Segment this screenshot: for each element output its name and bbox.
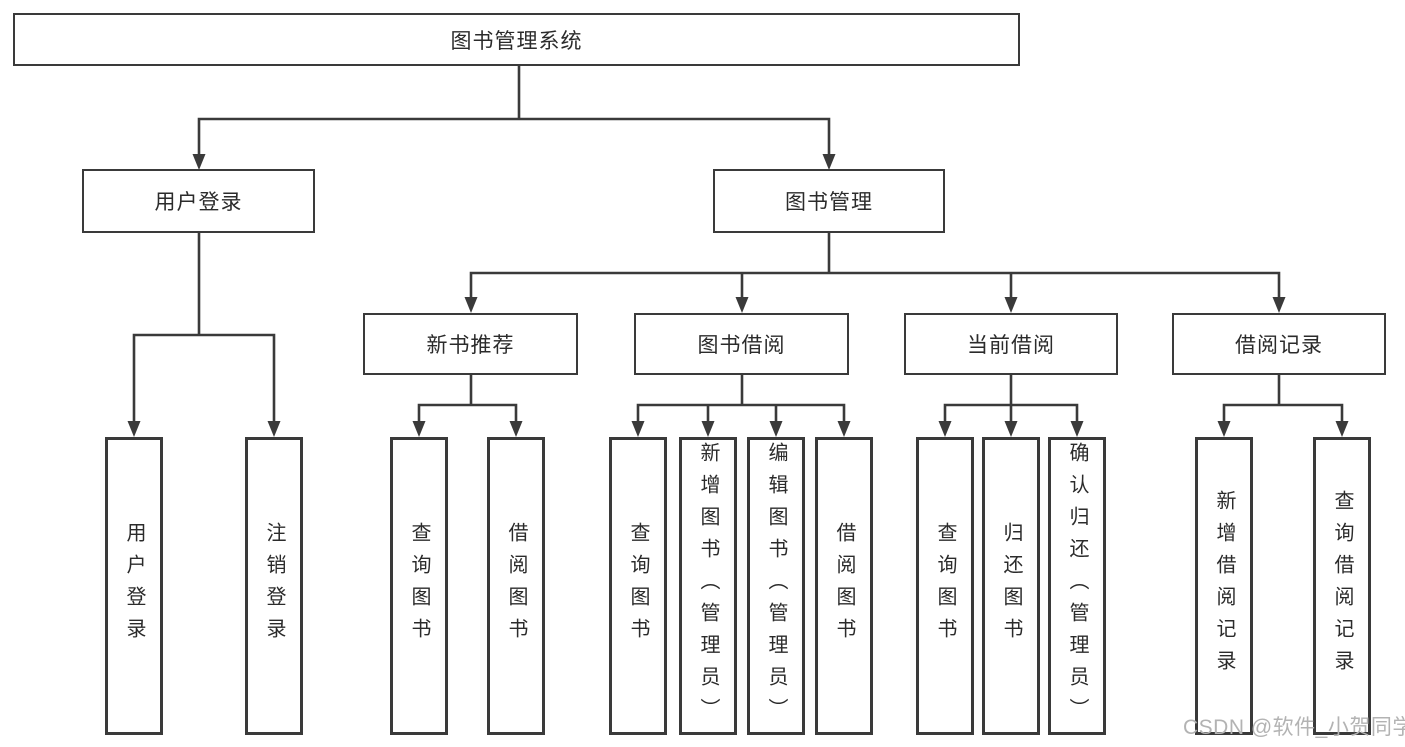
csdn-watermark: CSDN @软件_小贺同学 — [1183, 716, 1405, 739]
arrow-down-icon — [509, 421, 523, 437]
node-label: 用户登录 — [123, 522, 145, 650]
node-user-login: 用户登录 — [82, 169, 315, 233]
arrow-down-icon — [938, 421, 952, 437]
leaf-borrow-add-books-admin: 新增图书（管理员） — [679, 437, 737, 735]
connector-line — [197, 66, 831, 156]
arrow-down-icon — [1335, 421, 1349, 437]
arrow-down-icon — [701, 421, 715, 437]
leaf-current-confirm-return-admin: 确认归还（管理员） — [1048, 437, 1106, 735]
arrow-down-icon — [464, 297, 478, 313]
node-label: 图书管理系统 — [450, 29, 583, 53]
node-label: 图书借阅 — [697, 334, 786, 357]
leaf-recommend-query-books: 查询图书 — [390, 437, 448, 735]
node-label: 新书推荐 — [426, 334, 515, 357]
connector-line — [943, 375, 1079, 423]
arrow-down-icon — [735, 297, 749, 313]
node-book-borrowing: 图书借阅 — [634, 313, 849, 375]
node-label: 借阅图书 — [833, 522, 855, 650]
node-label: 新增借阅记录 — [1213, 490, 1235, 682]
node-label: 归还图书 — [1000, 522, 1022, 650]
node-label: 新增图书（管理员） — [697, 442, 719, 730]
leaf-recommend-borrow-books: 借阅图书 — [487, 437, 545, 735]
node-new-book-recommend: 新书推荐 — [363, 313, 578, 375]
leaf-current-return-books: 归还图书 — [982, 437, 1040, 735]
connector-line — [636, 375, 846, 423]
arrow-down-icon — [837, 421, 851, 437]
arrow-down-icon — [1070, 421, 1084, 437]
leaf-borrow-query-books: 查询图书 — [609, 437, 667, 735]
connector-line — [417, 375, 518, 423]
node-borrow-records: 借阅记录 — [1172, 313, 1386, 375]
node-root-system: 图书管理系统 — [13, 13, 1020, 66]
arrow-down-icon — [127, 421, 141, 437]
node-label: 借阅图书 — [505, 522, 527, 650]
arrow-down-icon — [412, 421, 426, 437]
arrow-down-icon — [1217, 421, 1231, 437]
leaf-borrow-edit-books-admin: 编辑图书（管理员） — [747, 437, 805, 735]
connector-line — [132, 233, 276, 423]
arrow-down-icon — [822, 154, 836, 170]
leaf-borrow-borrow-books: 借阅图书 — [815, 437, 873, 735]
arrow-down-icon — [192, 154, 206, 170]
arrow-down-icon — [1004, 297, 1018, 313]
node-label: 确认归还（管理员） — [1066, 442, 1088, 730]
node-label: 用户登录 — [154, 191, 243, 214]
leaf-logout: 注销登录 — [245, 437, 303, 735]
arrow-down-icon — [631, 421, 645, 437]
arrow-down-icon — [769, 421, 783, 437]
connector-line — [1222, 375, 1344, 423]
leaf-current-query-books: 查询图书 — [916, 437, 974, 735]
leaf-user-login: 用户登录 — [105, 437, 163, 735]
connector-line — [469, 233, 1281, 299]
node-label: 图书管理 — [785, 191, 873, 214]
node-label: 编辑图书（管理员） — [765, 442, 787, 730]
node-label: 借阅记录 — [1235, 334, 1323, 357]
leaf-records-add-record: 新增借阅记录 — [1195, 437, 1253, 735]
arrow-down-icon — [1004, 421, 1018, 437]
node-label: 注销登录 — [263, 522, 285, 650]
node-label: 查询图书 — [934, 522, 956, 650]
leaf-records-query-record: 查询借阅记录 — [1313, 437, 1371, 735]
node-book-management: 图书管理 — [713, 169, 945, 233]
arrow-down-icon — [1272, 297, 1286, 313]
node-label: 当前借阅 — [967, 334, 1055, 357]
node-label: 查询借阅记录 — [1331, 490, 1353, 682]
node-label: 查询图书 — [627, 522, 649, 650]
node-current-borrowing: 当前借阅 — [904, 313, 1118, 375]
node-label: 查询图书 — [408, 522, 430, 650]
arrow-down-icon — [267, 421, 281, 437]
